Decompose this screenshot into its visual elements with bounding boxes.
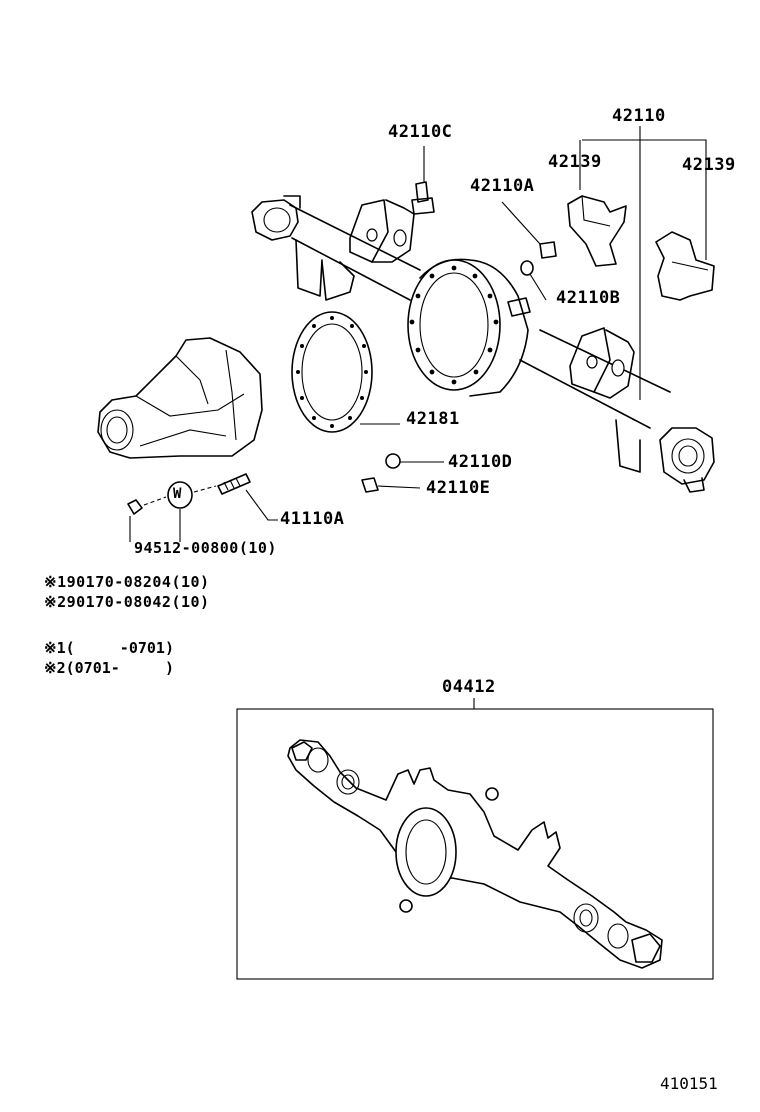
kit-box — [236, 698, 714, 980]
applicability-note-1: ※1( -0701) — [44, 639, 174, 657]
part-label-42110: 42110 — [612, 106, 666, 126]
part-label-42110c: 42110C — [388, 122, 453, 142]
axle-housing-illustration — [251, 195, 715, 493]
part-label-42139-left: 42139 — [548, 152, 602, 172]
washer-mark: W — [173, 486, 182, 502]
part-label-04412: 04412 — [442, 677, 496, 697]
part-label-42110d: 42110D — [448, 452, 513, 472]
part-label-90170-08042: ※290170-08042(10) — [44, 593, 210, 611]
leader-lines — [129, 126, 707, 542]
part-label-42181: 42181 — [406, 409, 460, 429]
part-label-42110e: 42110E — [426, 478, 491, 498]
part-label-41110a: 41110A — [280, 509, 345, 529]
gasket-illustration — [291, 311, 373, 433]
spring-seat-right-illustration — [655, 231, 715, 301]
hardware-illustrations — [127, 181, 557, 515]
spring-seat-left-illustration — [567, 195, 627, 267]
part-label-42110b: 42110B — [556, 288, 621, 308]
differential-carrier-illustration — [97, 337, 263, 459]
part-label-42139-right: 42139 — [682, 155, 736, 175]
part-label-90170-08204: ※190170-08204(10) — [44, 573, 210, 591]
part-label-94512: 94512-00800(10) — [134, 539, 277, 557]
applicability-note-2: ※2(0701- ) — [44, 659, 174, 677]
illustration-code: 410151 — [660, 1074, 718, 1093]
part-label-42110a: 42110A — [470, 176, 535, 196]
